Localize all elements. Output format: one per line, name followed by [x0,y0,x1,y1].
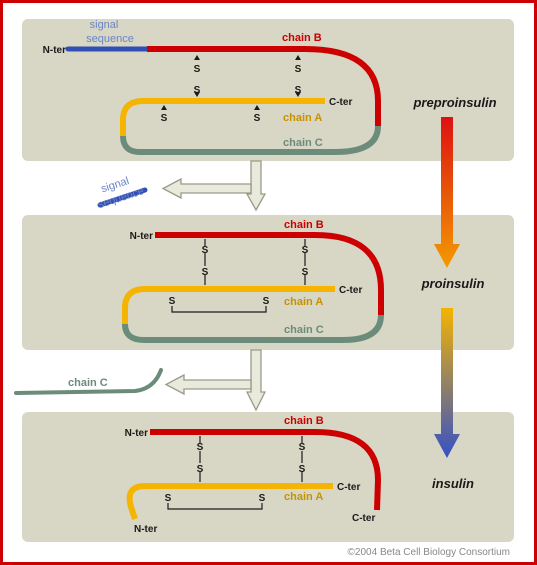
cleavage-arrow [164,373,252,396]
chain-a-label: chain A [283,112,322,124]
chain-a-strand [122,286,335,324]
progression-arrow-pro-to-ins [434,308,460,458]
c-ter-label: C-ter [339,285,362,296]
sulfur-label: S [254,113,261,124]
sulfur-label: S [299,442,306,453]
stage-label-preproinsulin: preproinsulin [412,95,496,110]
chain-c-label: chain C [284,324,324,336]
n-ter-label: N-ter [125,428,148,439]
processing-arrow [245,160,267,212]
n-ter-label: N-ter [43,45,66,56]
panel-preproinsulin [22,19,514,161]
proinsulin-molecule [122,232,384,343]
c-ter-label: C-ter [329,97,352,108]
n-ter-label: N-ter [130,231,153,242]
chain-c-label: chain C [283,137,323,149]
preproinsulin-molecule [65,46,381,155]
sulfur-label: S [295,85,302,96]
panel-insulin [22,412,514,542]
chain-b-label: chain B [282,32,322,44]
c-ter-label: C-ter [352,513,375,524]
sulfur-label: S [161,113,168,124]
chain-b-strand [155,232,384,315]
sulfur-label: S [197,442,204,453]
panel-proinsulin [22,215,514,350]
chain-b-strand [147,46,381,126]
sulfur-label: S [197,464,204,475]
sulfur-label: S [202,267,209,278]
sulfur-label: S [169,296,176,307]
disulfide-bonds [167,436,303,510]
sulfur-label: S [165,493,172,504]
chain-b-label: chain B [284,415,324,427]
sulfur-label: S [194,85,201,96]
signal-sequence-label-line2: sequence [86,33,134,45]
chain-a-label: chain A [284,491,323,503]
cleaved-chain-c-label: chain C [68,377,108,389]
stage-label-proinsulin: proinsulin [421,276,485,291]
chain-c-strand [122,314,384,343]
n-ter-label: N-ter [134,524,157,535]
sulfur-label: S [295,64,302,75]
sulfur-label: S [302,267,309,278]
cleaved-chain-c [14,368,163,395]
signal-sequence-label-line1: signal [90,19,119,31]
sulfur-label: S [259,493,266,504]
sulfur-label: S [299,464,306,475]
chain-b-strand [150,429,382,511]
copyright-footer: ©2004 Beta Cell Biology Consortium [348,547,510,558]
cleaved-signal-sequence [97,187,148,208]
disulfide-bonds [171,239,306,313]
sulfur-label: S [202,245,209,256]
chain-a-strand [120,98,325,136]
cleavage-arrow [161,177,252,200]
progression-arrow-pre-to-pro [434,117,460,268]
insulin-molecule [126,429,382,520]
chain-b-label: chain B [284,219,324,231]
sulfur-label: S [263,296,270,307]
chain-c-strand [120,125,381,155]
processing-arrow [245,349,267,412]
c-ter-label: C-ter [337,482,360,493]
stage-label-insulin: insulin [432,476,474,491]
chain-a-strand [126,483,333,520]
sulfur-label: S [302,245,309,256]
sulfur-label: S [194,64,201,75]
chain-a-label: chain A [284,296,323,308]
